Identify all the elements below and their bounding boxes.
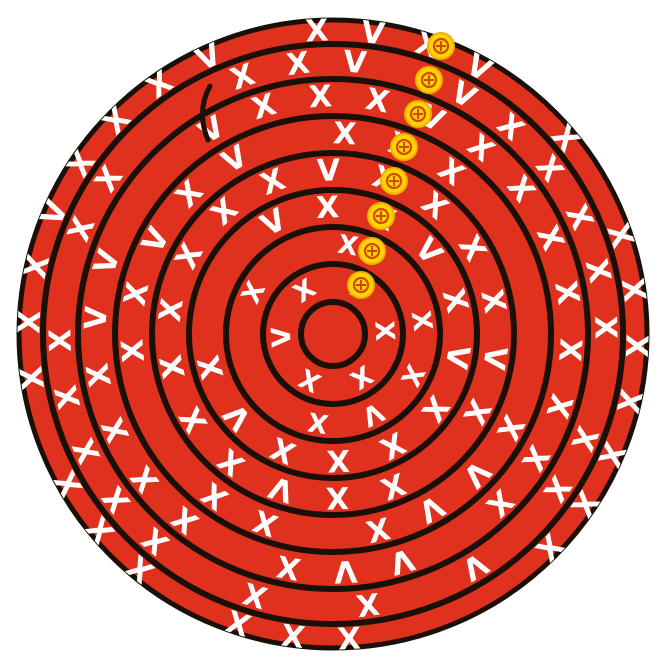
seal-marker-icon[interactable] [391,134,417,160]
glyph-x: X [115,338,152,364]
glyph-x: X [325,479,349,515]
seal-marker-icon[interactable] [381,168,407,194]
seal-marker-icon[interactable] [368,203,394,229]
glyph-x: X [587,316,623,340]
glyph-x: X [43,329,79,353]
glyph-x: X [368,320,399,342]
seal-marker-icon[interactable] [359,238,385,264]
glyph-x: X [332,116,357,152]
glyph-x: X [315,190,340,226]
glyph-v: V [267,326,298,348]
seal-marker-icon[interactable] [416,67,442,93]
glyph-x: X [308,79,333,115]
glyph-v: V [316,153,341,189]
glyph-x: X [326,442,351,478]
glyph-v: V [78,304,115,330]
seal-marker-icon[interactable] [348,272,374,298]
seal-marker-icon[interactable] [405,101,431,127]
seal-marker-icon[interactable] [428,33,454,59]
glyph-v: V [332,553,358,589]
glyph-x: X [551,337,587,362]
